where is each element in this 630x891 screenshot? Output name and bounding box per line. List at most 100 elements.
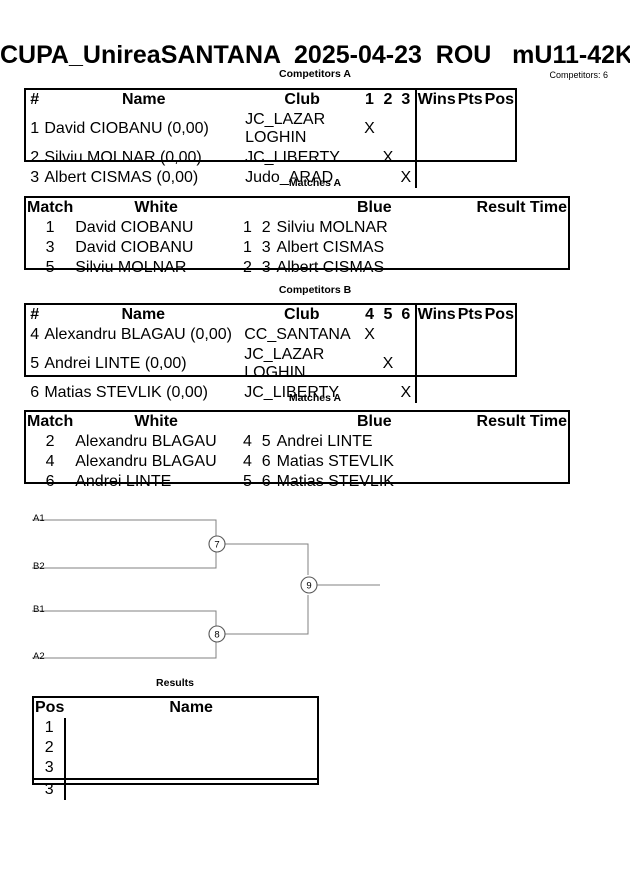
cell-blue-num: 6 (261, 473, 271, 490)
col-header-club: Club (284, 306, 320, 323)
cell-match: 4 (45, 453, 55, 470)
bracket-seed-a1: A1 (33, 513, 45, 524)
cell-m3 (397, 325, 415, 345)
cell-match: 2 (45, 433, 55, 450)
col-header-white-num (238, 412, 257, 432)
cell-name: David CIOBANU (0,00) (44, 120, 209, 137)
col-header-m3: 3 (401, 91, 411, 108)
bracket-node-7 (208, 535, 226, 553)
competitors-b-caption: Competitors B (278, 284, 352, 296)
cell-pos (484, 345, 515, 383)
competitors-count: Competitors: 6 (549, 70, 608, 80)
cell-club: JC_LIBERTY (244, 384, 340, 401)
cell-white: David CIOBANU (75, 239, 194, 256)
cell-blue: Silviu MOLNAR (276, 219, 388, 236)
table-row: 5 Andrei LINTE (0,00) JC_LAZAR LOGHIN X (26, 345, 515, 383)
table-header-row: Match White Blue Result Time (26, 198, 568, 218)
competitors-b-table: # Name Club 4 5 6 Wins Pts Pos 4 Alexand… (24, 303, 517, 403)
cell-blue: Albert CISMAS (276, 259, 385, 276)
col-header-wins: Wins (414, 90, 457, 110)
cell-match: 3 (45, 239, 55, 256)
cell-name (64, 718, 317, 738)
cell-time (529, 452, 568, 472)
col-header-time: Time (529, 413, 567, 430)
cell-name: Andrei LINTE (0,00) (44, 355, 187, 372)
table-row: 2 Silviu MOLNAR (0,00) JC_LIBERTY X (26, 148, 515, 168)
cell-time (529, 258, 568, 278)
col-header-name: Name (121, 306, 166, 323)
cell-club: CC_SANTANA (244, 326, 351, 343)
cell-time (529, 472, 568, 492)
matches-a1-table: Match White Blue Result Time 1 David CIO… (24, 196, 570, 276)
cell-wins (414, 325, 457, 345)
cell-m2: X (382, 355, 394, 372)
cell-blue-num: 3 (261, 259, 271, 276)
cell-club: JC_LAZAR LOGHIN (244, 346, 325, 381)
bracket-node-9 (300, 576, 318, 594)
cell-pos (484, 148, 515, 168)
col-header-pos: Pos (484, 91, 514, 108)
col-header-blue: Blue (356, 413, 392, 430)
bracket-seed-a2: A2 (33, 651, 45, 662)
bracket-node-9-label: 9 (306, 581, 311, 592)
table-row: 1 (34, 718, 317, 738)
table-row: 4 Alexandru BLAGAU (0,00) CC_SANTANA X (26, 325, 515, 345)
cell-num: 2 (30, 149, 40, 166)
cell-time (529, 218, 568, 238)
col-header-pos: Pos (484, 306, 514, 323)
cell-white-num: 1 (243, 239, 252, 256)
cell-result (473, 238, 529, 258)
cell-white-num: 5 (243, 473, 252, 490)
cell-pos (484, 110, 515, 148)
cell-m1 (360, 345, 378, 383)
cell-m2 (379, 325, 397, 345)
col-header-m3: 6 (401, 306, 411, 323)
col-header-wins: Wins (414, 305, 457, 325)
cell-m3 (397, 148, 416, 168)
col-header-white: White (134, 199, 178, 216)
cell-m3 (397, 110, 416, 148)
col-header-blue-num (257, 412, 276, 432)
cell-result (473, 452, 529, 472)
cell-white: Silviu MOLNAR (75, 259, 187, 276)
table-header-row: # Name Club 4 5 6 Wins Pts Pos (26, 305, 515, 325)
cell-time (529, 432, 568, 452)
col-header-pos: Pos (35, 699, 65, 716)
cell-blue: Andrei LINTE (276, 433, 373, 450)
table-header-row: Match White Blue Result Time (26, 412, 568, 432)
table-row: 3 (34, 779, 317, 800)
cell-club: Judo_ARAD (245, 169, 334, 186)
col-header-blue-num (257, 198, 276, 218)
table-row: 1 David CIOBANU (0,00) JC_LAZAR LOGHIN X (26, 110, 515, 148)
table-row: 6 Matias STEVLIK (0,00) JC_LIBERTY X (26, 383, 515, 403)
cell-blue: Matias STEVLIK (276, 473, 394, 490)
cell-m1: X (364, 326, 375, 343)
table-header-row: Pos Name (34, 698, 317, 718)
cell-pts (457, 110, 484, 148)
cell-m2 (379, 110, 397, 148)
col-header-m2: 2 (383, 91, 393, 108)
cell-blue-num: 5 (261, 433, 271, 450)
cell-blue: Matias STEVLIK (276, 453, 394, 470)
bracket-seed-b1: B1 (33, 604, 45, 615)
cell-white: Andrei LINTE (75, 473, 172, 490)
elimination-bracket: 7 8 9 (32, 519, 380, 659)
competitors-a-table: # Name Club 1 2 3 Wins Pts Pos 1 David C… (24, 88, 517, 188)
col-header-club: Club (284, 91, 320, 108)
cell-match: 1 (45, 219, 55, 236)
bracket-node-8 (208, 625, 226, 643)
cell-pos: 3 (44, 781, 54, 798)
cell-num: 4 (30, 326, 40, 343)
cell-result (473, 218, 529, 238)
cell-pos: 1 (44, 719, 54, 736)
bracket-seed-b2: B2 (33, 561, 45, 572)
cell-club: JC_LIBERTY (245, 149, 340, 166)
col-header-name: Name (169, 699, 213, 716)
col-header-pts: Pts (457, 91, 483, 108)
cell-name (64, 758, 317, 780)
cell-num: 1 (30, 120, 40, 137)
cell-white: Alexandru BLAGAU (75, 453, 217, 470)
cell-wins (414, 345, 457, 383)
cell-wins (414, 168, 457, 188)
